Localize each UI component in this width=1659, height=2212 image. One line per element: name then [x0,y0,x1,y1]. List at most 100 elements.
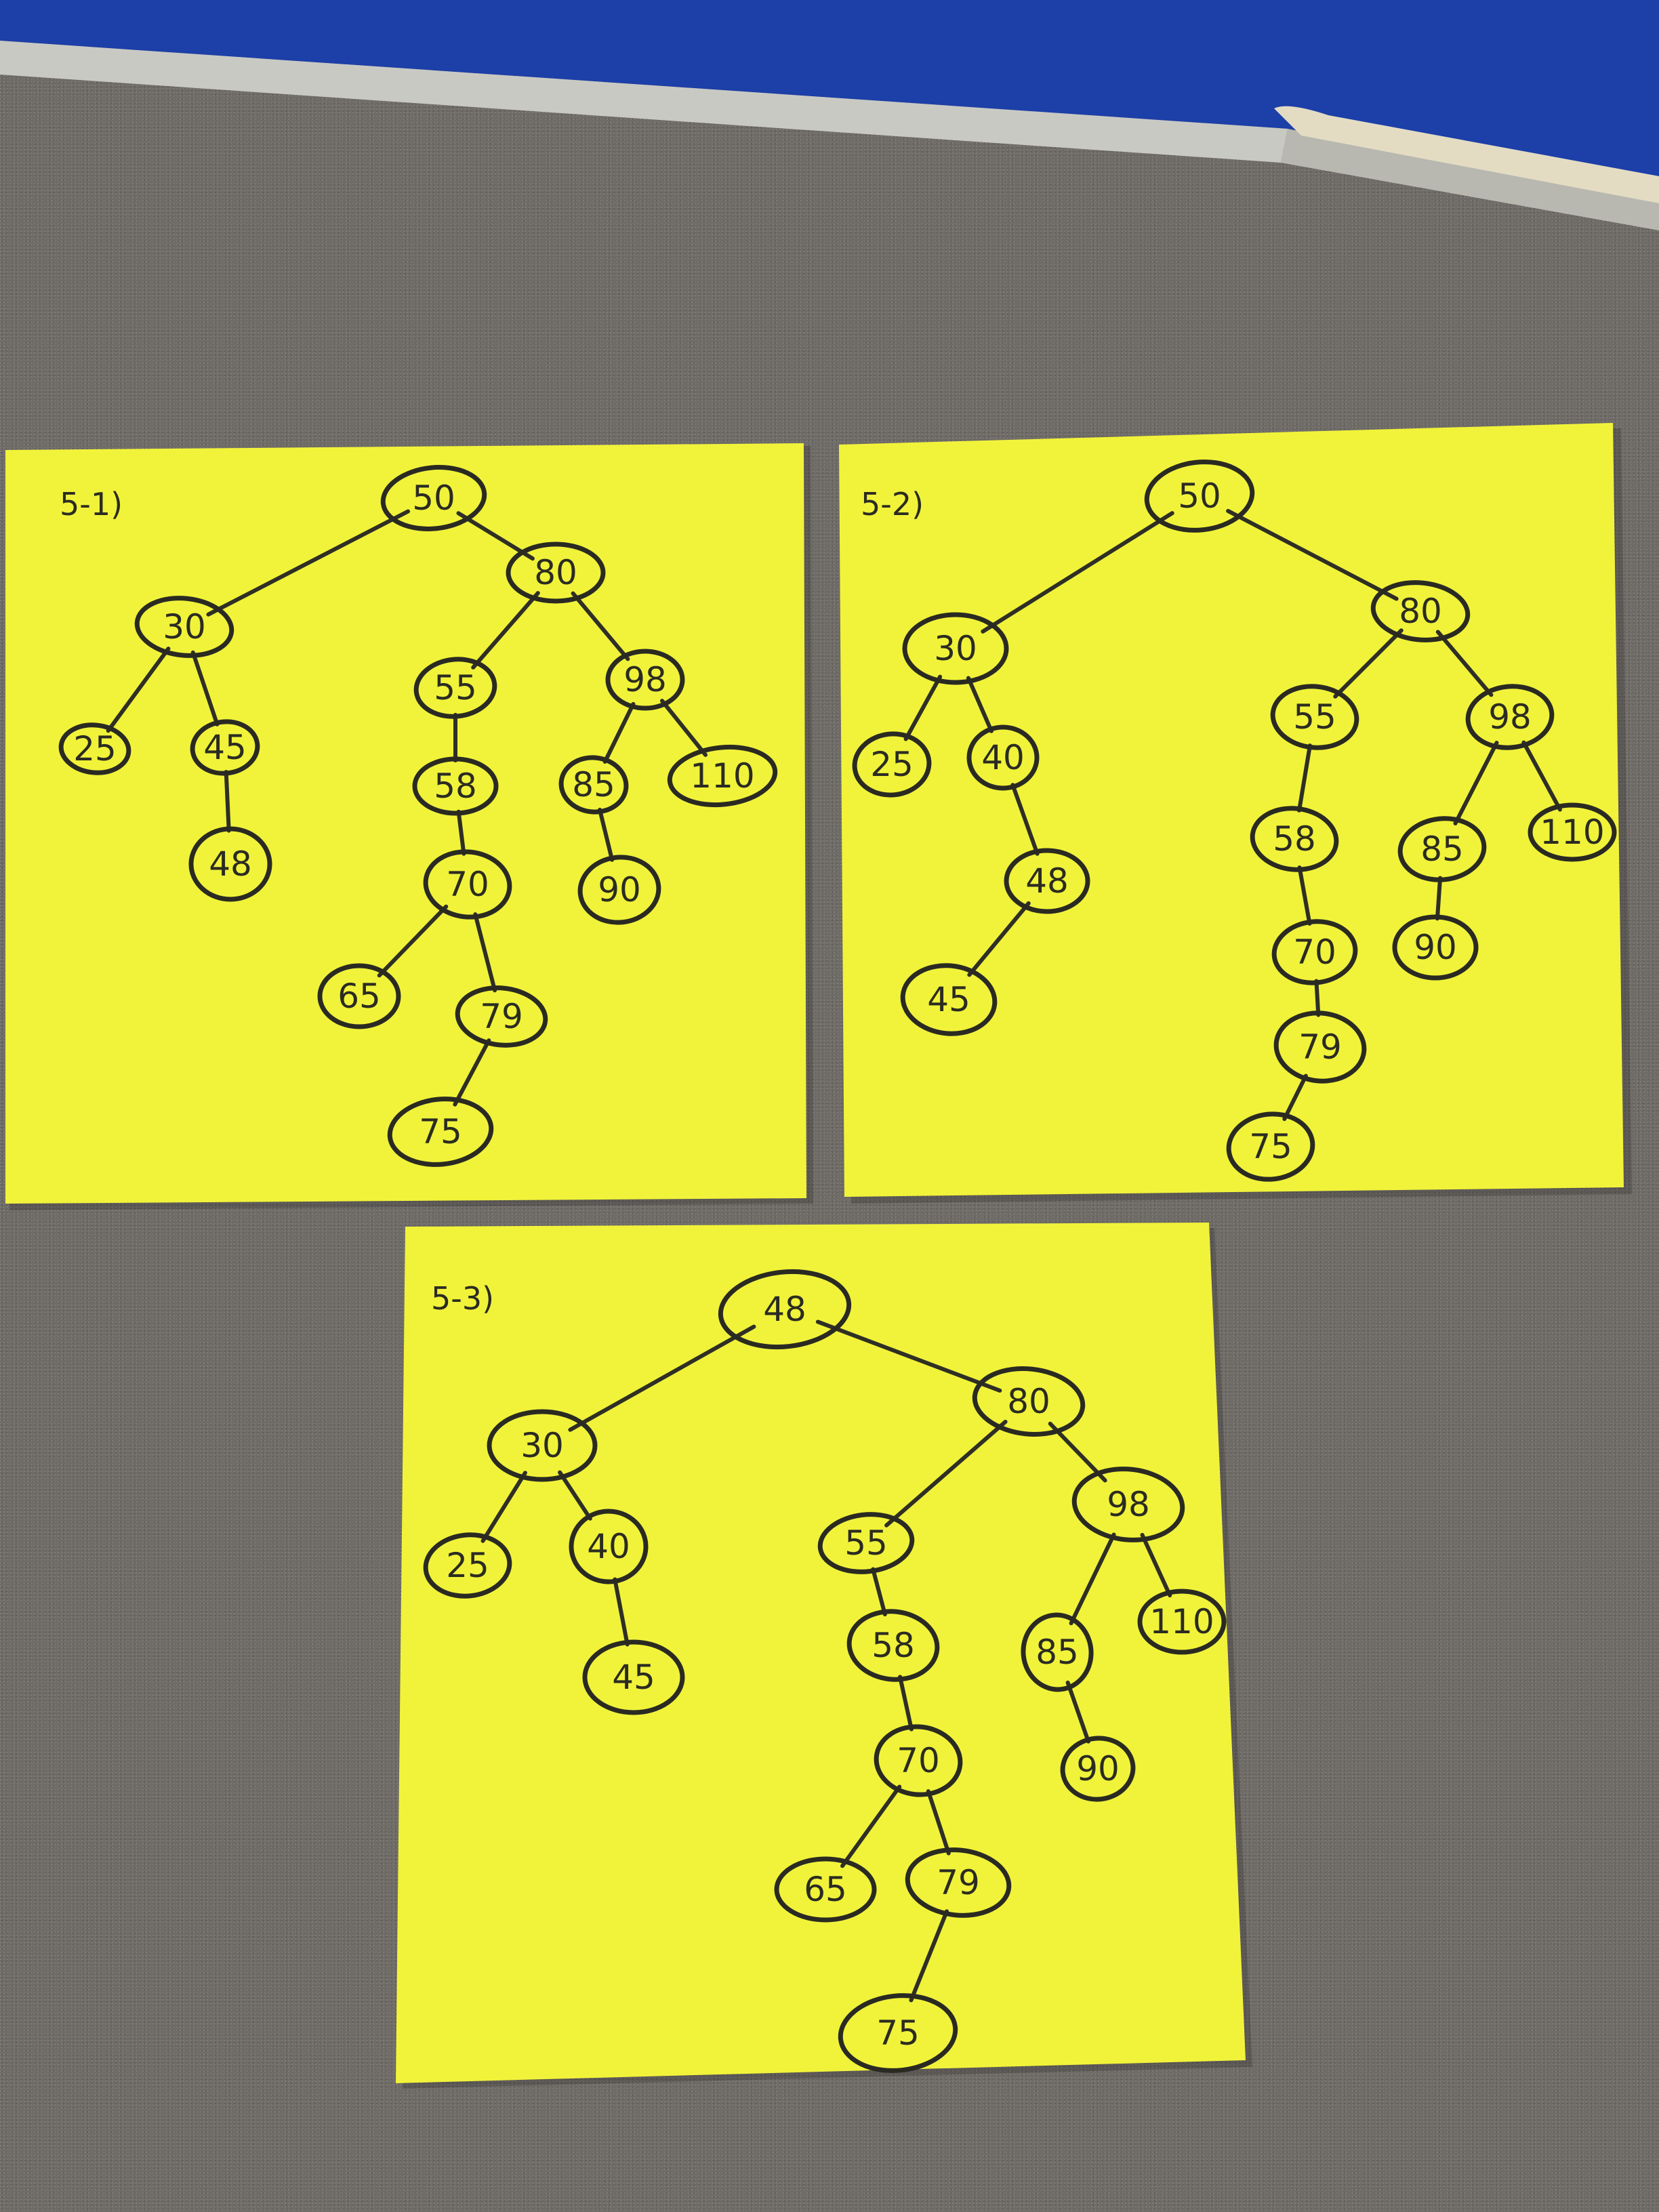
tree-edge [1435,630,1494,697]
tree-node-circle [1397,816,1487,882]
tree-node-label: 40 [981,738,1025,777]
tree-edge [1048,1421,1107,1483]
tree-edge [1010,783,1040,856]
tree-node-label: 55 [1293,697,1336,737]
sticky-note-5-1 [5,443,806,1204]
tree-edge [1140,1532,1172,1598]
tree-node-label: 48 [763,1290,806,1329]
tree-node-label: 75 [1249,1127,1292,1166]
tree-node-label: 85 [572,765,615,804]
tree-edge [1282,1073,1308,1122]
tree-edge [1435,876,1443,921]
tree-node-label: 85 [1420,830,1464,869]
tree-node-label: 25 [73,729,117,769]
note-label-5-1: 5-1) [60,486,123,523]
tree-edge [1314,979,1321,1017]
tree-edge [377,904,449,978]
tree-node-label: 79 [937,1863,980,1902]
tree-edge [659,699,708,757]
tree-edge [453,1038,491,1107]
tree-node-label: 58 [434,766,477,806]
tree-node-circle [423,1532,512,1599]
tree-node-circle [1270,684,1359,750]
tree-node-circle [972,1366,1086,1437]
tree-node-circle [487,1409,598,1482]
tree-node-label: 70 [897,1741,940,1780]
tree-edge [224,770,231,833]
tree-node-label: 50 [412,478,455,518]
tree-node-circle [577,855,661,925]
tree-edge [967,901,1031,977]
tree-edge [840,1784,902,1868]
tree-node-label: 45 [612,1658,655,1697]
tree-node-circle [966,724,1040,791]
tree-node-label: 45 [927,980,970,1019]
tree-node-label: 65 [337,977,381,1016]
tree-node-circle [1060,1736,1136,1802]
tree-edge [190,650,220,726]
tree-edge [558,1470,592,1521]
tree-node-label: 40 [587,1527,630,1566]
tree-edge [206,509,411,617]
tree-node-circle [1144,459,1255,533]
tree-node-circle [317,963,401,1029]
tree-node-circle [1021,1612,1094,1692]
note-label-5-2: 5-2) [861,486,924,523]
tree-node-circle [1370,580,1471,642]
tree-node-circle [874,1724,963,1797]
tree-node-label: 55 [434,668,477,708]
tree-node-circle [412,756,499,816]
tree-node-label: 55 [844,1523,888,1563]
tree-node-label: 48 [209,844,252,884]
tree-node-label: 79 [1298,1027,1342,1067]
tree-node-circle [1071,1467,1185,1542]
tree-node-label: 80 [1399,592,1442,631]
tree-node-label: 45 [203,728,247,767]
tree-edge [473,912,497,993]
tree-node-circle [1271,919,1358,985]
tree-node-circle [1465,684,1555,750]
tree-node-circle [455,985,548,1048]
tree-node-circle [1273,1010,1367,1084]
tree-node-circle [605,649,685,711]
tree-node-circle [846,1609,940,1682]
tree-node-circle [774,1856,877,1923]
tree-node-circle [900,963,998,1036]
tree-edge [981,511,1174,634]
tree-node-circle [1004,848,1090,914]
sticky-note-5-3 [396,1223,1246,2083]
tree-node-label: 98 [1488,697,1532,737]
tree-edge [613,1577,630,1647]
tree-edge [602,701,636,764]
tree-node-circle [905,1847,1012,1918]
tree-node-circle [718,1269,852,1350]
tree-edge [1297,743,1312,813]
tree-node-label: 58 [1273,819,1316,859]
tree-node-label: 80 [534,553,577,592]
tree-edge [926,1789,951,1856]
tree-node-circle [506,541,606,604]
tree-edge [1333,628,1404,699]
tree-edge [568,1324,756,1432]
tree-edge [571,591,630,661]
tree-node-circle [190,719,260,776]
tree-node-label: 90 [1414,928,1457,967]
tree-node-label: 50 [1178,476,1221,516]
tree-edge [598,807,615,862]
tree-node-circle [380,465,487,531]
tree-edge [1226,508,1399,601]
tree-node-label: 48 [1025,861,1069,901]
tree-node-circle [1392,914,1479,981]
tree-node-circle [902,612,1009,685]
tree-edge [1065,1680,1090,1744]
tree-edge [871,1567,887,1617]
tree-edge [1069,1532,1116,1626]
tree-node-label: 79 [480,997,523,1036]
tree-node-label: 80 [1007,1382,1050,1421]
tree-node-circle [1528,802,1617,862]
tree-edge [815,1319,1002,1393]
tree-node-label: 25 [446,1546,489,1585]
tree-node-circle [852,731,932,798]
